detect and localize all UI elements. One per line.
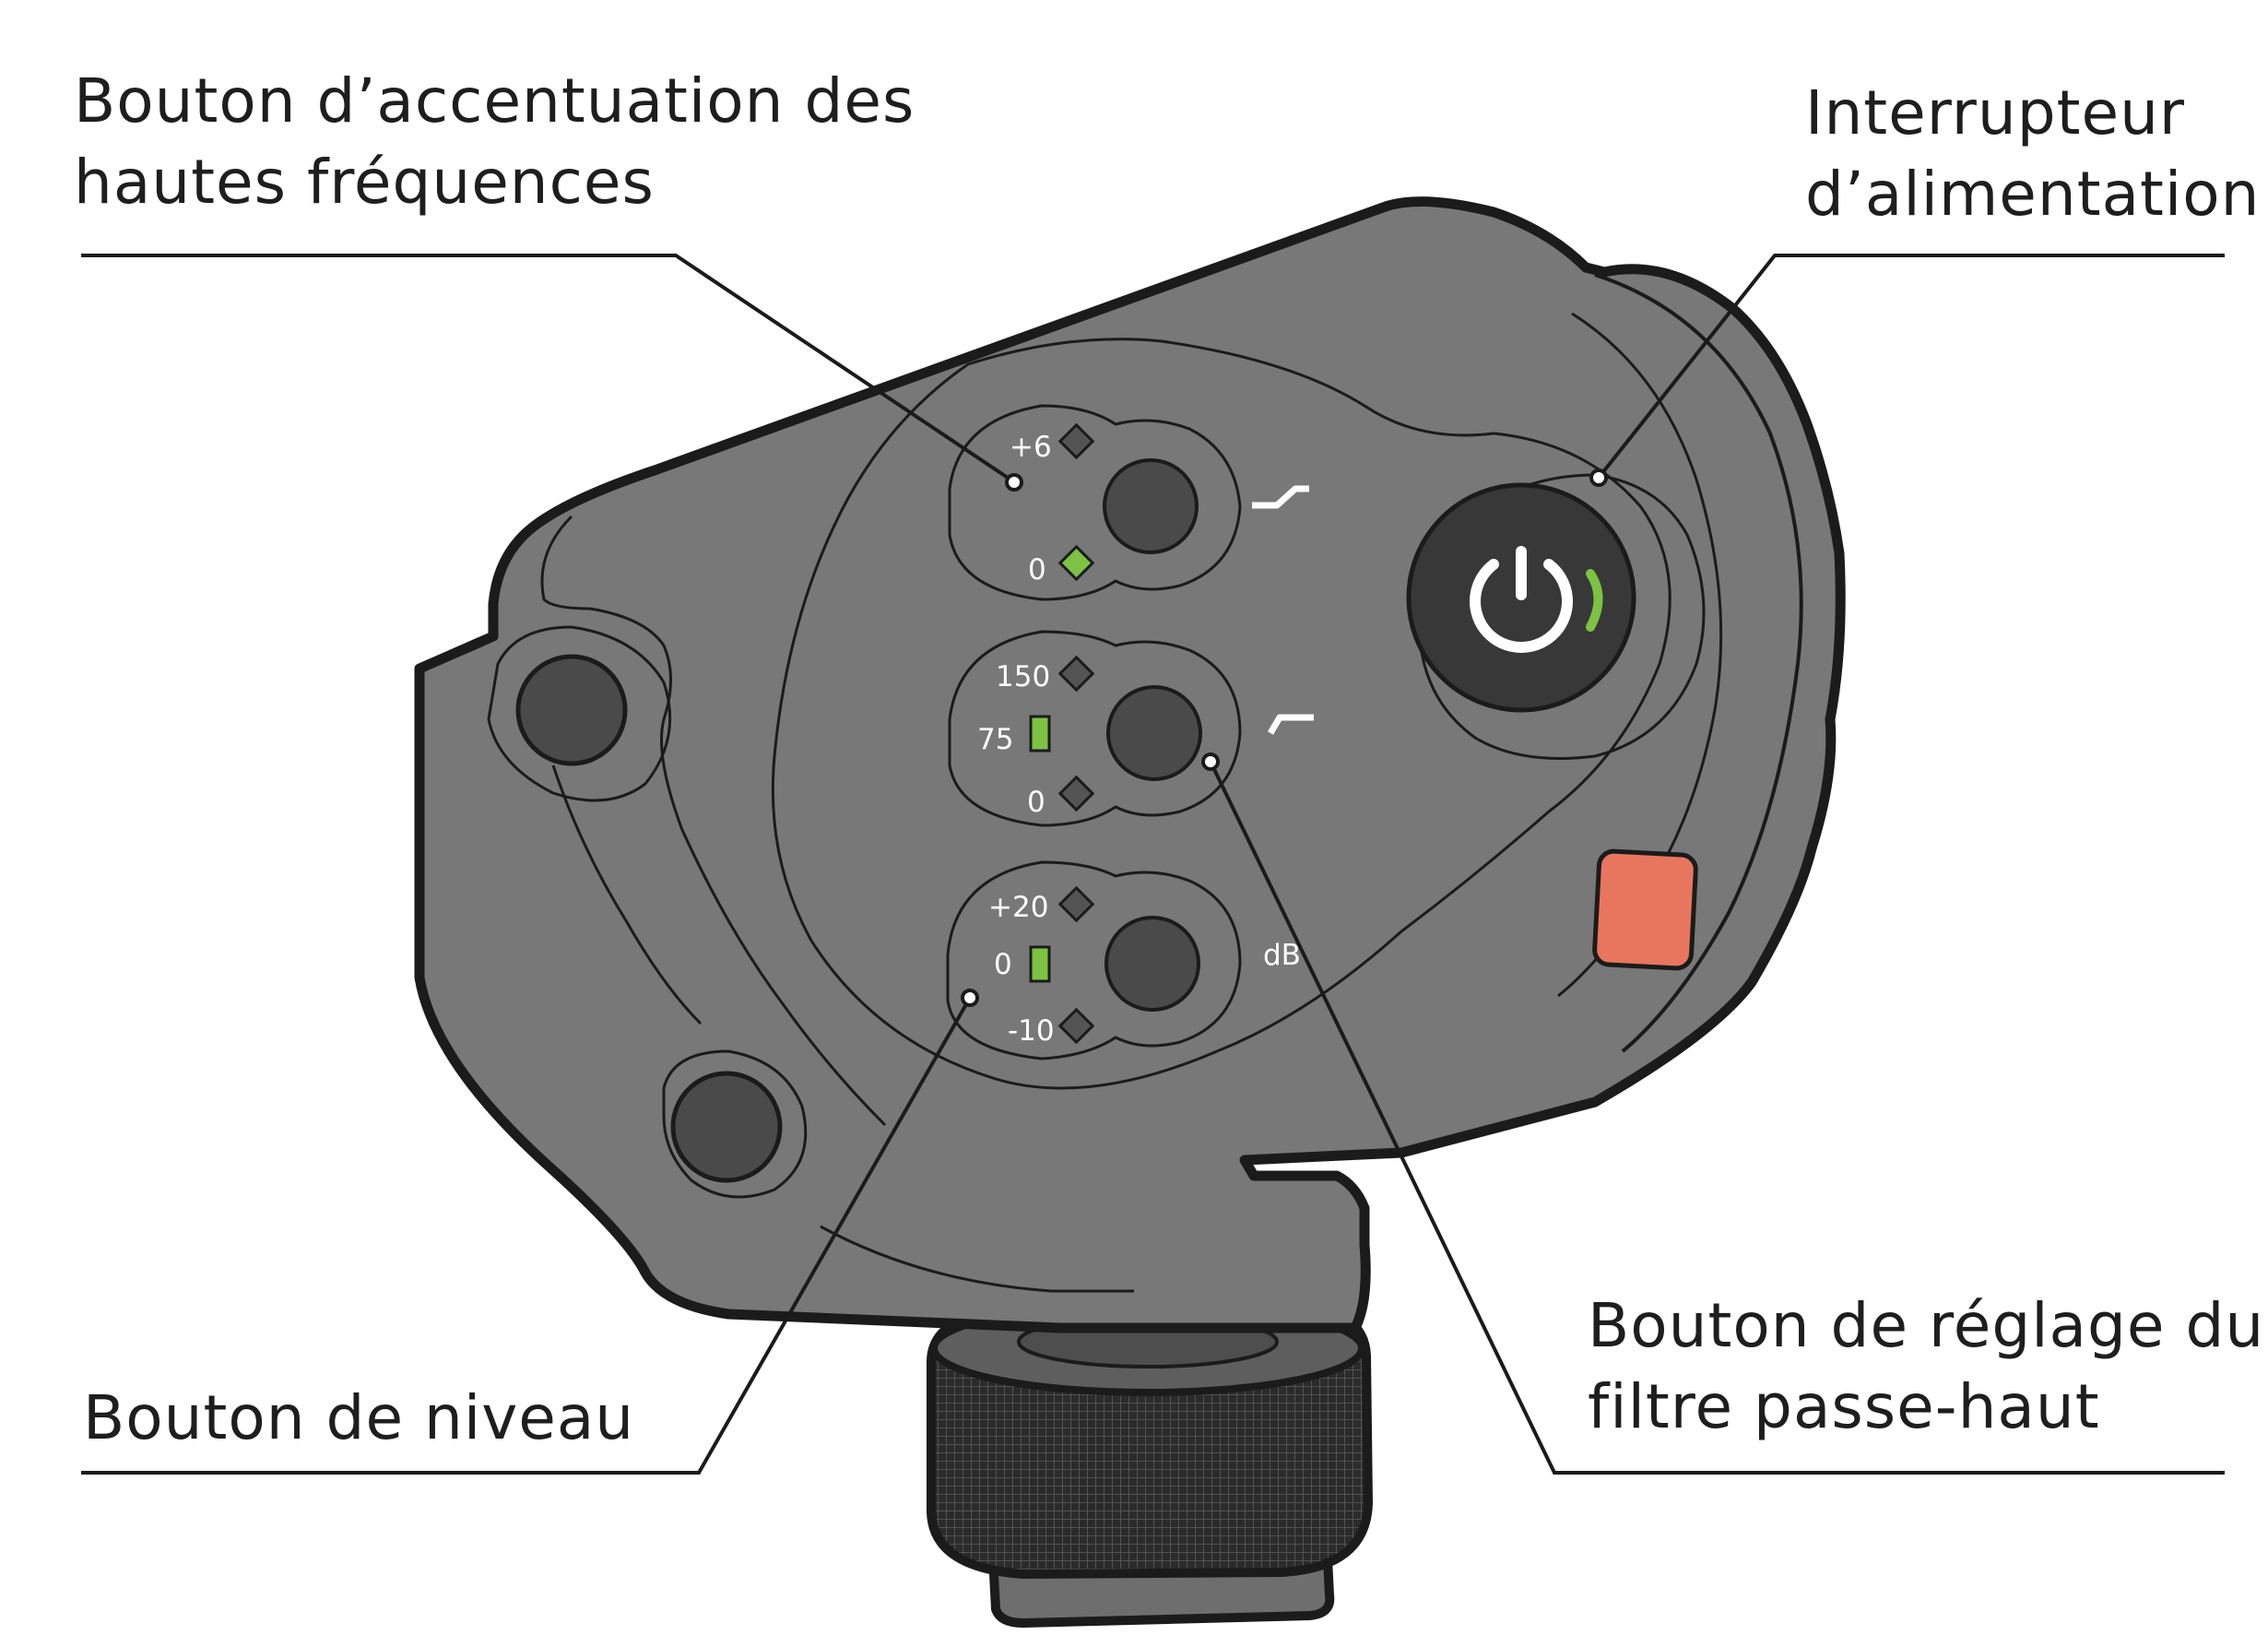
level-label-0: 0	[994, 948, 1012, 981]
level-label-minus10: -10	[1008, 1014, 1055, 1048]
lower-screw-pocket	[662, 1049, 808, 1199]
high-pass-filter-icon	[1267, 714, 1314, 735]
left-side-seam	[540, 515, 887, 1127]
high-frequency-boost-control: +6 0	[948, 404, 1309, 601]
leader-power-switch	[1597, 254, 2225, 480]
callout-high-pass-line1: Bouton de réglage du	[1588, 1290, 2264, 1361]
upper-screw-pocket	[487, 625, 672, 802]
callout-high-freq-line2: hautes fréquences	[74, 147, 655, 218]
record-button[interactable]	[1592, 848, 1698, 971]
level-unit-label: dB	[1263, 939, 1301, 972]
level-indicator-plus20	[1057, 885, 1095, 923]
dot-power-switch	[1589, 468, 1608, 487]
boost-indicator-0	[1057, 544, 1095, 582]
callout-power-line2: d’alimentation	[1805, 159, 2260, 230]
dot-level	[961, 989, 979, 1007]
dot-high-pass	[1201, 752, 1220, 771]
left-side-seam-outer	[551, 764, 703, 1025]
high-pass-filter-control: 150 75 0	[948, 630, 1314, 827]
highpass-label-75: 75	[977, 723, 1013, 756]
high-frequency-boost-knob[interactable]	[1103, 458, 1199, 554]
highpass-indicator-0	[1057, 775, 1095, 812]
leader-high-frequency-boost	[81, 254, 1012, 481]
lower-seam	[820, 1225, 1134, 1293]
callout-power-line1: Interrupteur	[1805, 77, 2185, 148]
boost-indicator-plus6	[1057, 422, 1095, 460]
highpass-label-150: 150	[996, 660, 1050, 693]
level-indicator-0	[1029, 945, 1051, 983]
camera-shoe-mount	[927, 1300, 1373, 1628]
callout-dots	[961, 468, 1608, 1007]
power-icon	[1470, 559, 1573, 653]
callout-level-line1: Bouton de niveau	[83, 1382, 634, 1453]
highpass-label-0: 0	[1027, 786, 1045, 819]
level-knob-pod	[946, 860, 1242, 1060]
front-face-outline	[771, 338, 1671, 1090]
level-control: +20 0 -10 dB	[946, 860, 1301, 1060]
highpass-indicator-150	[1057, 655, 1095, 693]
upper-screw	[515, 654, 628, 766]
callout-high-freq-line1: Bouton d’accentuation des	[74, 65, 915, 136]
highpass-knob-pod	[948, 630, 1242, 827]
side-cap-seam	[1594, 273, 1803, 1053]
callout-high-pass-line2: filtre passe-haut	[1588, 1371, 2100, 1442]
level-indicator-minus10	[1057, 1007, 1095, 1045]
leader-high-pass	[1209, 761, 2225, 1475]
lower-screw	[670, 1071, 783, 1183]
boost-label-0: 0	[1028, 553, 1046, 587]
high-pass-filter-knob[interactable]	[1106, 685, 1202, 781]
power-switch	[1406, 473, 1706, 760]
level-label-plus20: +20	[988, 891, 1048, 924]
boost-knob-pod	[948, 404, 1242, 601]
boost-label-plus6: +6	[1010, 431, 1052, 464]
callout-leaders	[81, 254, 2225, 1475]
high-shelf-boost-icon	[1252, 485, 1309, 509]
dot-high-frequency-boost	[1005, 473, 1023, 492]
power-led-arc	[1586, 569, 1603, 632]
level-knob[interactable]	[1104, 916, 1200, 1012]
highpass-indicator-75	[1029, 715, 1051, 752]
leader-level	[81, 997, 972, 1475]
